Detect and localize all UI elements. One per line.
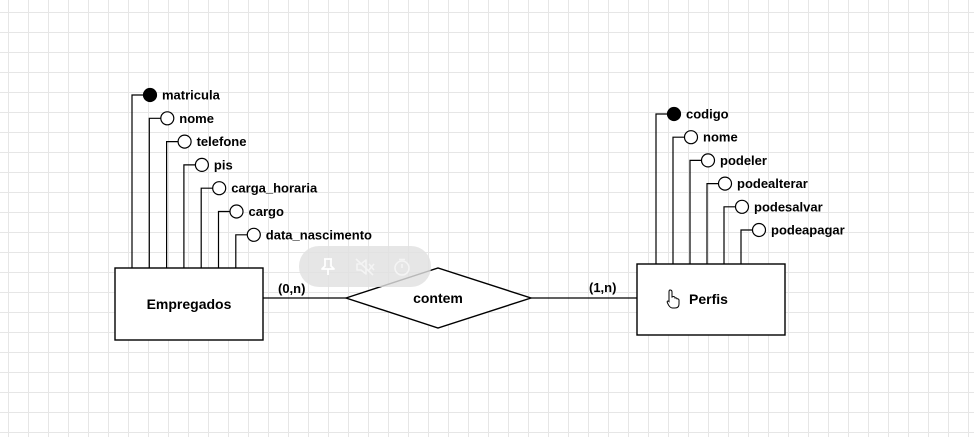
floating-toolbar — [299, 246, 431, 287]
attribute-marker[interactable] — [177, 134, 192, 149]
attribute-connector — [217, 210, 230, 268]
cardinality-right: (1,n) — [589, 280, 616, 295]
attribute-connector — [740, 229, 753, 264]
attribute-label: nome — [703, 130, 738, 145]
attribute-marker[interactable] — [212, 181, 227, 196]
attribute-connector — [689, 159, 702, 264]
attribute-label: codigo — [686, 107, 729, 122]
attribute-marker[interactable] — [683, 130, 699, 145]
attribute-label: nome — [179, 111, 214, 126]
key-attribute-marker[interactable] — [666, 106, 682, 122]
attribute-marker[interactable] — [734, 199, 750, 214]
attribute-label: podealterar — [737, 176, 808, 191]
attribute-connector — [706, 183, 719, 264]
attribute-label: cargo — [249, 204, 284, 219]
attribute-connector — [655, 113, 668, 264]
timer-icon[interactable] — [389, 254, 415, 280]
mute-icon[interactable] — [352, 254, 378, 280]
attribute-marker[interactable] — [246, 227, 261, 242]
attribute-label: matricula — [162, 88, 221, 103]
entity-perfis-label: Perfis — [689, 291, 728, 307]
attribute-marker[interactable] — [717, 176, 733, 191]
attribute-label: pis — [214, 157, 233, 172]
cardinality-left: (0,n) — [278, 281, 305, 296]
attribute-connector — [672, 136, 685, 264]
attribute-connector — [183, 164, 196, 268]
attribute-marker[interactable] — [194, 157, 209, 172]
entity-perfis[interactable]: Perfis — [636, 263, 786, 336]
attribute-connector — [200, 187, 213, 268]
key-attribute-marker[interactable] — [142, 87, 158, 103]
entity-empregados-label: Empregados — [147, 296, 232, 312]
pin-icon[interactable] — [315, 254, 341, 280]
attribute-marker[interactable] — [751, 222, 767, 238]
hand-cursor-icon — [666, 289, 680, 309]
attribute-marker[interactable] — [700, 153, 716, 168]
attribute-connector — [235, 234, 248, 268]
attribute-label: carga_horaria — [231, 181, 318, 196]
relationship-label: contem — [413, 290, 463, 306]
attributes-perfis: codigo nome podeler podealterar podesalvar po… — [655, 106, 845, 264]
attribute-label: podeapagar — [771, 223, 845, 238]
attribute-connector — [723, 206, 736, 264]
entity-empregados[interactable]: Empregados — [114, 267, 264, 341]
attributes-empregados: matricula nome telefone pis carga_horariacar… — [131, 87, 372, 268]
attribute-label: telefone — [197, 134, 247, 149]
attribute-label: podesalvar — [754, 199, 823, 214]
attribute-connector — [148, 117, 161, 268]
attribute-label: podeler — [720, 153, 767, 168]
attribute-connector — [131, 94, 144, 268]
attribute-connector — [166, 141, 179, 268]
attribute-marker[interactable] — [229, 204, 244, 219]
attribute-label: data_nascimento — [266, 227, 372, 242]
attribute-marker[interactable] — [160, 111, 175, 126]
